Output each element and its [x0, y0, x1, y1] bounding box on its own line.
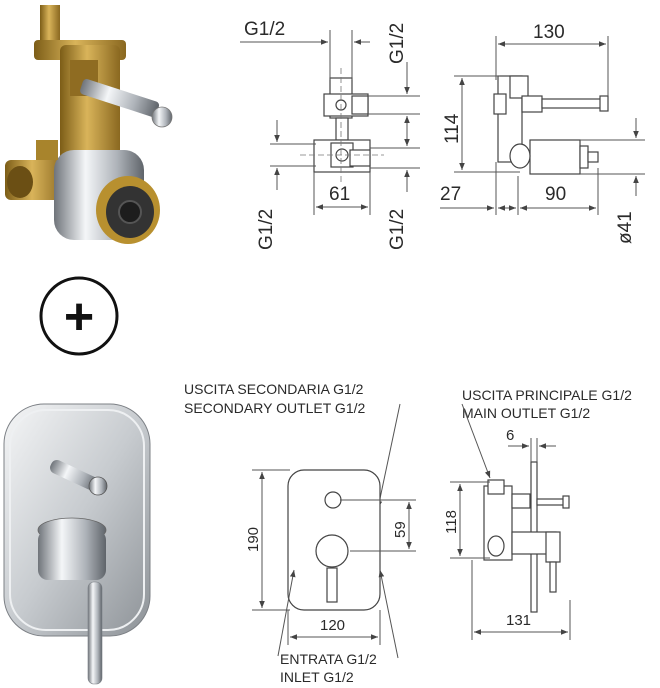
- plus-symbol: +: [64, 288, 94, 346]
- dim-height-190: 190: [245, 527, 262, 552]
- dim-length-90: 90: [545, 184, 566, 205]
- dim-right-top-pipe: G1/2: [387, 23, 408, 64]
- label-inlet-en: INLET G1/2: [280, 669, 354, 685]
- dim-diameter-41: ø41: [615, 211, 636, 244]
- label-main-outlet-it: USCITA PRINCIPALE G1/2: [462, 387, 632, 403]
- side-view-drawing: 130 114 27 90 ø41: [440, 22, 645, 244]
- plate-front-drawing: USCITA SECONDARIA G1/2 SECONDARY OUTLET …: [184, 381, 416, 685]
- plate-side-drawing: USCITA PRINCIPALE G1/2 MAIN OUTLET G1/2 …: [443, 387, 632, 640]
- dim-depth-131: 131: [506, 612, 531, 629]
- dim-height-118: 118: [443, 510, 460, 534]
- label-main-outlet-en: MAIN OUTLET G1/2: [462, 405, 590, 421]
- front-view-drawing: G1/2 G1/2 61 G1/2 G1/2: [240, 19, 420, 250]
- valve-body-image: [5, 5, 173, 244]
- dim-spacing-59: 59: [392, 521, 409, 538]
- dim-width-120: 120: [320, 617, 345, 634]
- dim-width-61: 61: [329, 184, 350, 205]
- dim-depth-130: 130: [533, 22, 565, 43]
- label-inlet-it: ENTRATA G1/2: [280, 651, 377, 667]
- dim-thickness-6: 6: [506, 427, 514, 444]
- label-secondary-outlet-it: USCITA SECONDARIA G1/2: [184, 381, 364, 397]
- label-secondary-outlet-en: SECONDARY OUTLET G1/2: [184, 400, 365, 416]
- dim-bottom-left-pipe: G1/2: [256, 209, 277, 250]
- dim-top-pipe: G1/2: [244, 19, 285, 40]
- dim-height-114: 114: [442, 113, 463, 144]
- dim-offset-27: 27: [440, 184, 461, 205]
- dim-bottom-right-pipe: G1/2: [387, 209, 408, 250]
- plus-icon: +: [39, 276, 119, 356]
- trim-plate-image: [3, 403, 151, 685]
